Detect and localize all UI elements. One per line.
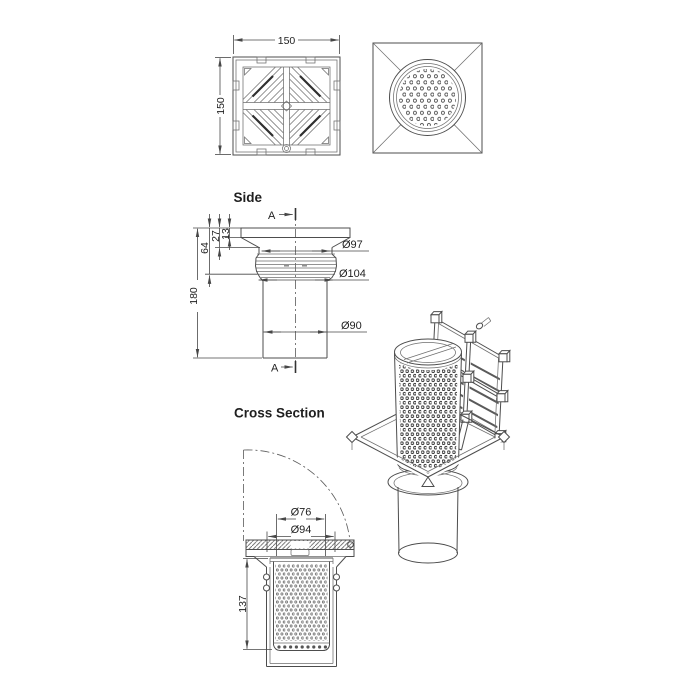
dim-dia97: Ø97	[342, 239, 363, 251]
grate-center-diamond	[280, 100, 293, 112]
iso-bucket-perforation	[399, 361, 458, 469]
grate-divider-cross	[243, 67, 330, 145]
grate-screw	[282, 144, 291, 153]
dim-27: 27	[210, 230, 222, 242]
dim-dia76: Ø76	[291, 507, 312, 519]
top-view-height-dimension: 150	[215, 57, 231, 155]
dim-dia94: Ø94	[291, 524, 312, 536]
iso-screw	[475, 317, 492, 330]
strainer-hole-pattern	[399, 69, 456, 126]
svg-text:A: A	[268, 210, 276, 222]
dim-dia104: Ø104	[339, 268, 366, 280]
dim-180: 180	[188, 287, 200, 305]
cross-section-title: Cross Section	[234, 406, 325, 421]
top-height-label: 150	[215, 97, 227, 115]
cross-section-view: Cross Section Ø76 Ø94	[234, 406, 355, 667]
side-dimensions-diameter: Ø97 Ø104 Ø90	[258, 239, 369, 334]
side-view: Side A A	[188, 190, 369, 375]
dim-13: 13	[220, 228, 232, 240]
iso-bucket	[394, 338, 462, 477]
grate-slat-pattern	[243, 67, 330, 145]
basket-handle	[290, 549, 310, 556]
svg-text:A: A	[271, 363, 279, 375]
side-body	[240, 227, 351, 359]
isometric-view	[345, 311, 511, 564]
side-dimensions-left: 13 27 64 180	[188, 214, 262, 359]
section-mark-top: A	[268, 208, 297, 222]
basket-perforation	[275, 564, 328, 641]
bottom-view-strainer	[372, 42, 483, 154]
iso-funnel-pipe	[387, 468, 469, 564]
swing-arc	[243, 449, 351, 542]
cross-dimension-depth: 137	[237, 558, 272, 650]
dim-137: 137	[237, 595, 249, 613]
iso-frame-front	[345, 430, 511, 487]
dim-64: 64	[199, 242, 211, 254]
top-view-width-dimension: 150	[233, 35, 340, 54]
top-view-grate: 150 150	[215, 35, 341, 156]
grate-edge-tabs	[232, 56, 341, 156]
section-mark-bottom: A	[271, 361, 297, 375]
top-width-label: 150	[278, 35, 296, 47]
side-title: Side	[234, 190, 263, 205]
cross-body	[245, 539, 355, 667]
dim-dia90: Ø90	[341, 320, 362, 332]
